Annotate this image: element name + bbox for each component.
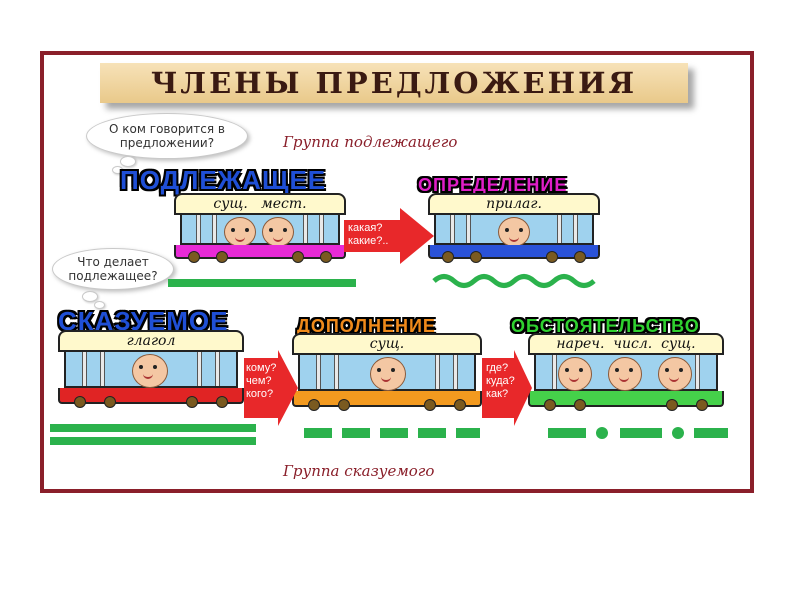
arrow-to-adverbial: где? куда? как? [482, 350, 532, 426]
question-komu: кому? [246, 362, 277, 374]
tram-predicate: глагол [58, 330, 244, 408]
tram-attribute: прилаг. [428, 193, 600, 265]
question-gde: где? [486, 362, 509, 374]
predicate-underline-top [50, 424, 256, 432]
tram-adverbial-roof: нареч. числ. сущ. [528, 333, 724, 355]
tram-object-roof: сущ. [292, 333, 482, 355]
question-chem: чем? [246, 375, 272, 387]
tram-subject: сущ. мест. [174, 193, 346, 265]
child-face [132, 354, 168, 388]
child-face [658, 357, 692, 391]
question-kak: как? [486, 388, 509, 400]
predicate-question-text: Что делает подлежащее? [68, 255, 158, 283]
question-kakie: какие?.. [348, 235, 389, 247]
tram-predicate-roof: глагол [58, 330, 244, 352]
title-banner: ЧЛЕНЫ ПРЕДЛОЖЕНИЯ [100, 63, 688, 103]
subject-parts: сущ. мест. [213, 196, 307, 212]
tram-adverbial: нареч. числ. сущ. [528, 333, 724, 411]
child-face [370, 357, 406, 391]
tram-object-body [292, 391, 482, 411]
arrow-to-attribute: какая? какие?.. [344, 208, 434, 264]
child-face [224, 217, 256, 247]
tram-attribute-roof: прилаг. [428, 193, 600, 215]
question-kuda: куда? [486, 375, 515, 387]
attribute-parts: прилаг. [486, 196, 542, 212]
arrow-to-object: кому? чем? кого? [244, 350, 298, 426]
child-face [262, 217, 294, 247]
question-kakaya: какая? [348, 222, 383, 234]
term-subject: ПОДЛЕЖАЩЕЕ [120, 165, 327, 195]
tram-object: сущ. [292, 333, 482, 411]
object-parts: сущ. [369, 336, 405, 352]
grandparent-face [608, 357, 642, 391]
subject-group-label: Группа подлежащего [283, 133, 458, 151]
subject-underline [168, 279, 356, 287]
tram-subject-body [174, 245, 346, 263]
attribute-wavy-underline [432, 274, 596, 288]
question-kogo: кого? [246, 388, 274, 400]
predicate-parts: глагол [126, 333, 176, 349]
tram-subject-roof: сущ. мест. [174, 193, 346, 215]
child-face [498, 217, 530, 247]
tram-subject-windows [180, 215, 340, 245]
subject-question-text: О ком говорится в предложении? [109, 122, 225, 150]
tram-attribute-body [428, 245, 600, 263]
adverbial-parts: нареч. числ. сущ. [556, 336, 696, 352]
term-object: ДОПОЛНЕНИЕ [297, 316, 436, 336]
predicate-underline-bottom [50, 437, 256, 445]
tram-predicate-body [58, 388, 244, 408]
poster-title: ЧЛЕНЫ ПРЕДЛОЖЕНИЯ [150, 66, 638, 100]
predicate-group-label: Группа сказуемого [283, 462, 435, 480]
child-face [558, 357, 592, 391]
term-adverbial: ОБСТОЯТЕЛЬСТВО [511, 316, 700, 336]
term-attribute: ОПРЕДЕЛЕНИЕ [418, 175, 568, 195]
tram-adverbial-body [528, 391, 724, 411]
